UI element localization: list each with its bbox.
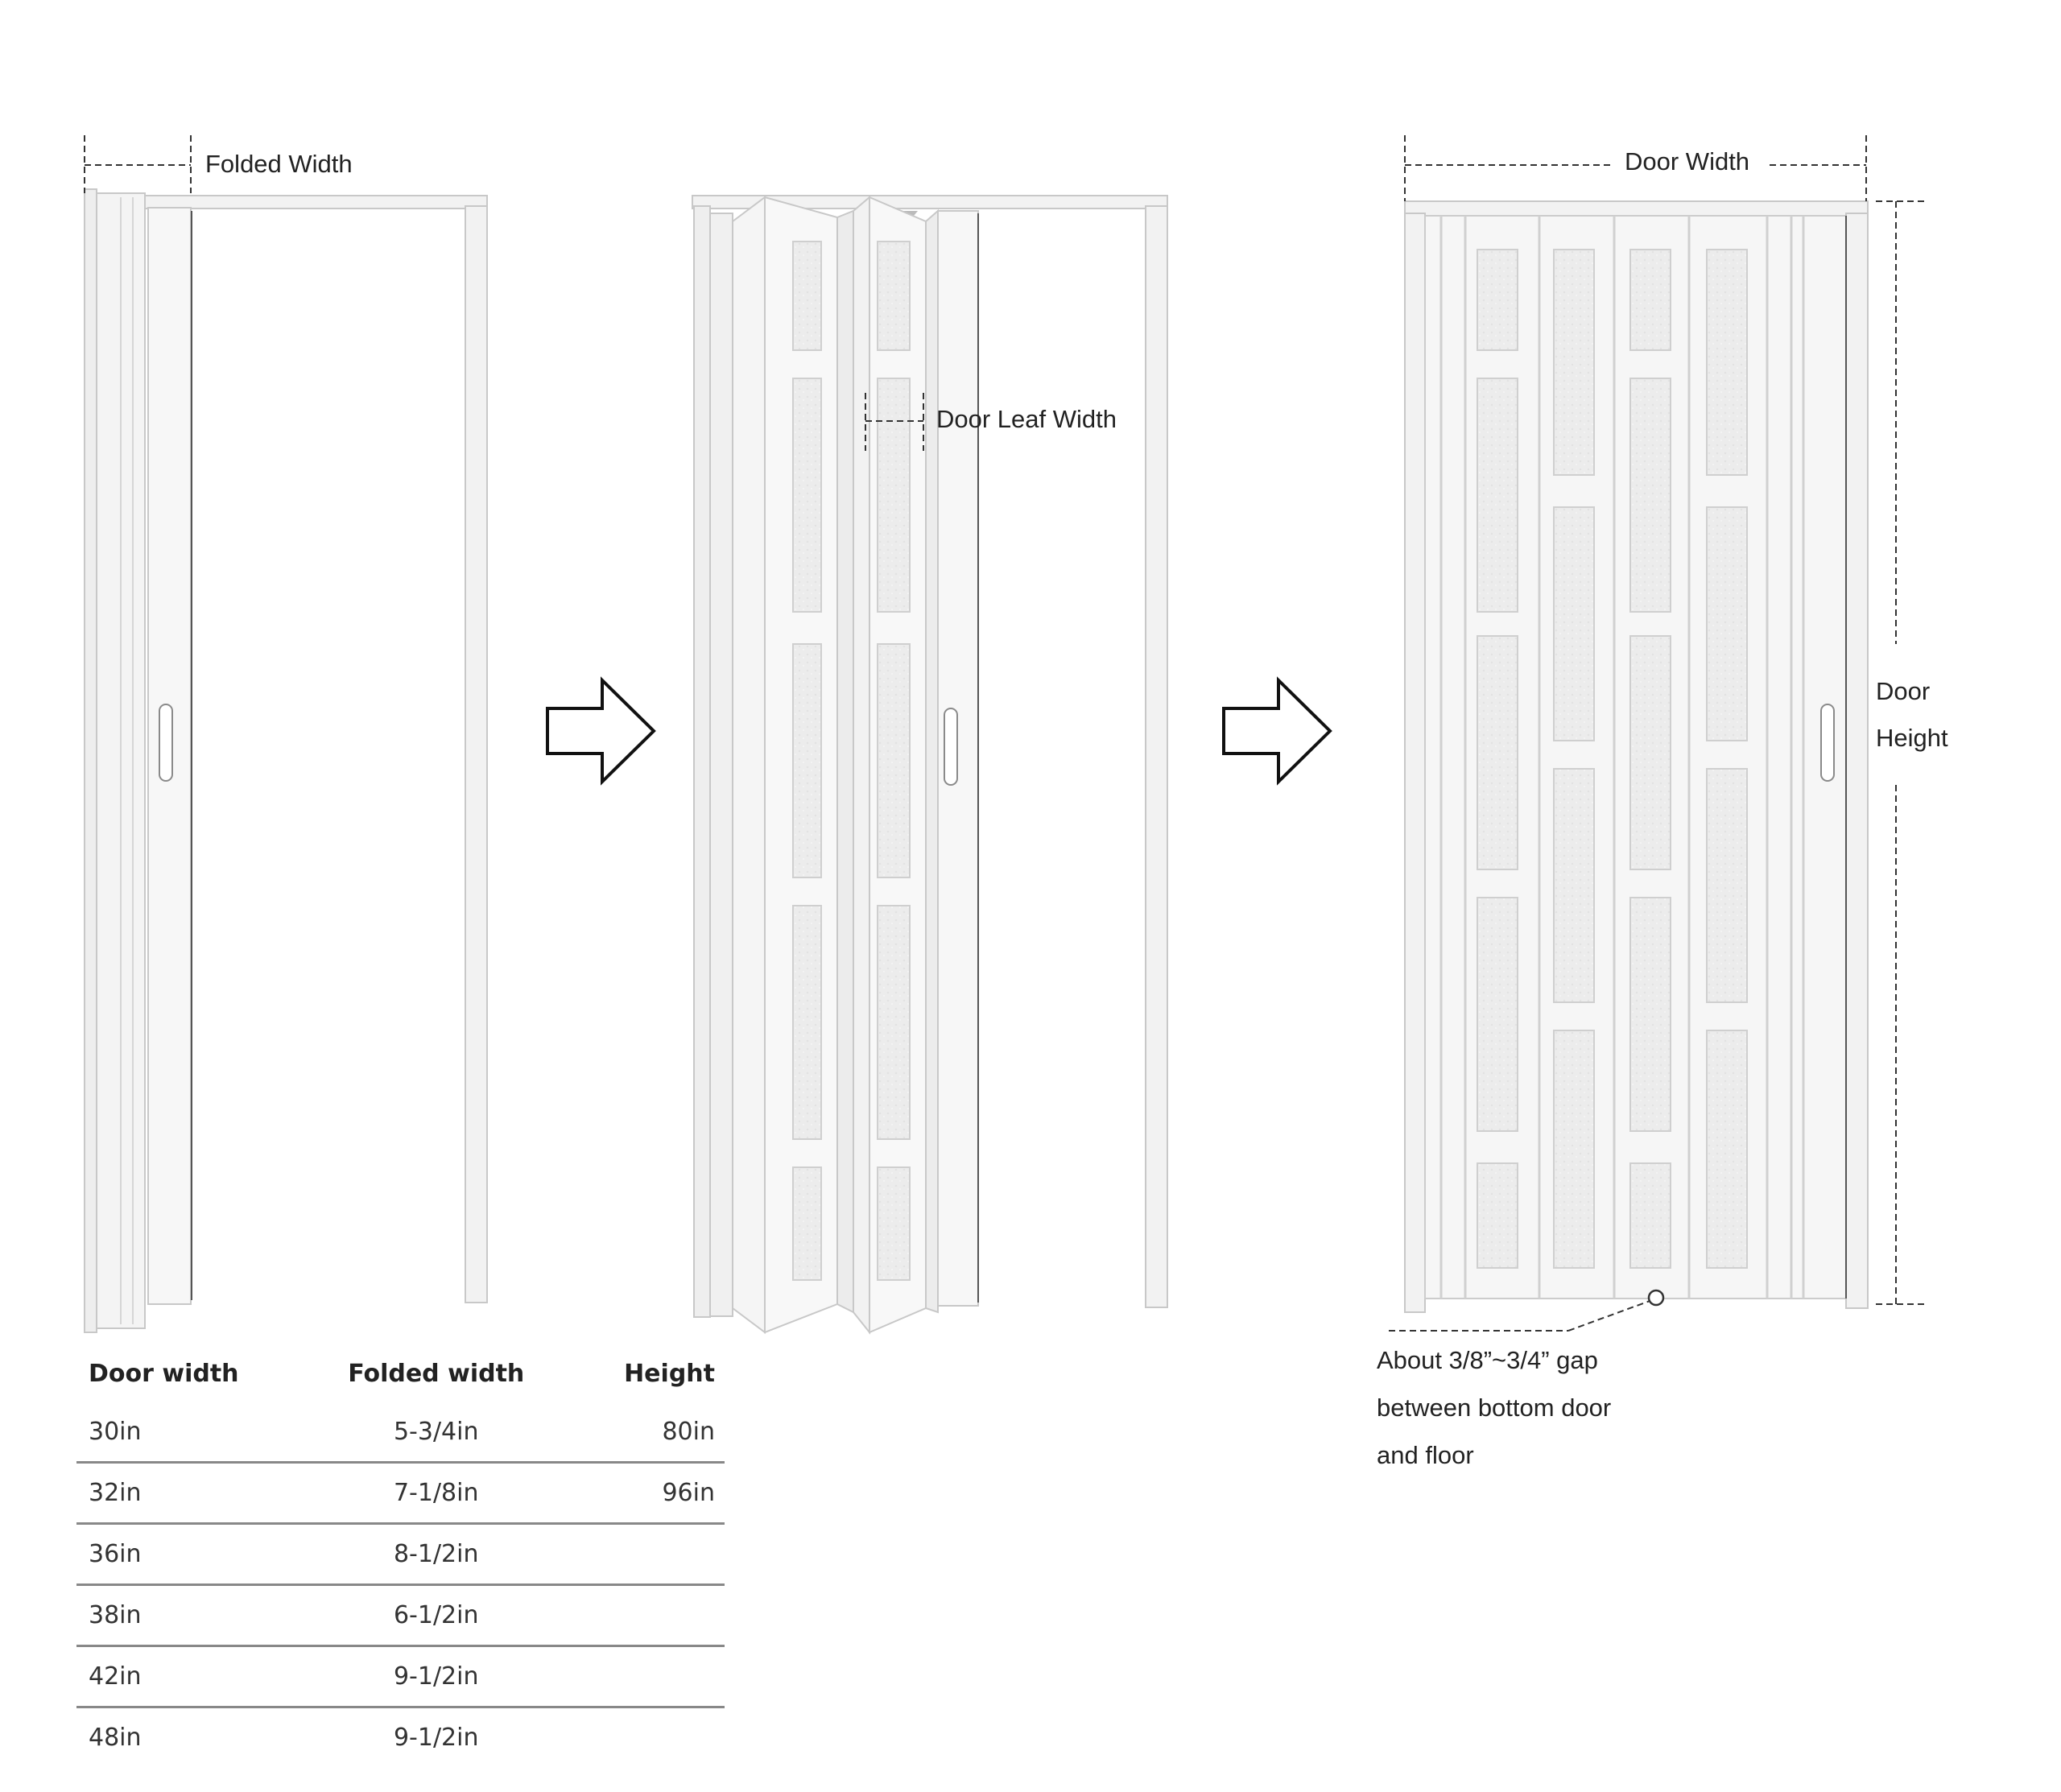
table-cell: 36in: [76, 1523, 310, 1586]
door-height-line: Height: [1876, 724, 1948, 752]
table-cell: 30in: [76, 1402, 310, 1464]
table-cell: 96in: [563, 1462, 725, 1525]
header-rail: [1404, 200, 1869, 217]
table-cell: 9-1/2in: [309, 1645, 564, 1708]
arrow-right-icon: [1222, 676, 1332, 786]
table-header-row: Door width Folded width Height: [76, 1344, 725, 1402]
column-header: Height: [624, 1359, 715, 1388]
door-handle: [944, 708, 958, 786]
gap-note-line: and floor: [1377, 1441, 1474, 1469]
gap-callout: [1389, 1299, 1653, 1332]
folded-door: [84, 188, 488, 1333]
table-cell: 32in: [76, 1462, 310, 1525]
table-row: 38in 6-1/2in: [76, 1584, 725, 1647]
size-table: Door width Folded width Height 30in 5-3/…: [76, 1344, 725, 1767]
glass-panes-leaf-2: [877, 241, 911, 1281]
table-cell: 8-1/2in: [309, 1523, 564, 1586]
table-cell: 38in: [76, 1584, 310, 1647]
door-height-label: Door Height: [1876, 668, 1948, 762]
gap-note-line: between bottom door: [1377, 1394, 1612, 1422]
door-width-label: Door Width: [1625, 147, 1750, 175]
table-cell: 7-1/8in: [309, 1462, 564, 1525]
table-row: 30in 5-3/4in 80in: [76, 1402, 725, 1464]
table-cell: [563, 1707, 725, 1768]
right-jamb: [1145, 205, 1168, 1308]
glass-panes: [1477, 249, 1748, 1269]
table-cell: 42in: [76, 1645, 310, 1708]
gap-note: About 3/8”~3/4” gap between bottom door …: [1377, 1336, 1715, 1479]
right-jamb: [1845, 213, 1869, 1309]
closed-door: [1404, 200, 1869, 1313]
folded-width-dimension: [84, 135, 192, 193]
table-cell: 6-1/2in: [309, 1584, 564, 1647]
door-height-dimension: [1876, 200, 1926, 1305]
left-jamb: [1404, 213, 1426, 1313]
header-rail: [692, 195, 1168, 209]
table-row: 42in 9-1/2in: [76, 1645, 725, 1708]
table-cell: [563, 1523, 725, 1586]
column-header: Folded width: [348, 1359, 525, 1388]
wall-strip: [84, 188, 97, 1333]
table-row: 36in 8-1/2in: [76, 1523, 725, 1586]
table-cell: 48in: [89, 1724, 142, 1752]
door-leaf-width-dimension: [865, 393, 924, 451]
table-cell: 9-1/2in: [393, 1724, 479, 1752]
table-cell: [563, 1584, 725, 1647]
door-leaf-width-label: Door Leaf Width: [936, 405, 1117, 433]
gap-marker: [1647, 1289, 1665, 1307]
glass-panes-leaf-1: [792, 241, 822, 1281]
header-rail: [136, 195, 488, 209]
door-height-line: Door: [1876, 677, 1931, 705]
left-strip: [693, 205, 711, 1318]
table-cell: 5-3/4in: [309, 1402, 564, 1464]
arrow-right-icon: [546, 676, 656, 786]
table-row: 32in 7-1/8in 96in: [76, 1462, 725, 1525]
column-header: Door width: [89, 1359, 239, 1388]
panel-seams: [1439, 216, 1805, 1299]
half-open-door: [692, 195, 1168, 1335]
door-handle: [1820, 704, 1835, 782]
table-row: 48in 9-1/2in: [76, 1707, 725, 1768]
table-cell: 80in: [563, 1402, 725, 1464]
door-handle: [159, 704, 173, 782]
folded-width-label: Folded Width: [205, 150, 353, 178]
door-width-dimension: [1404, 135, 1867, 201]
gap-note-line: About 3/8”~3/4” gap: [1377, 1346, 1598, 1374]
table-cell: [563, 1645, 725, 1708]
right-jamb: [465, 205, 488, 1303]
